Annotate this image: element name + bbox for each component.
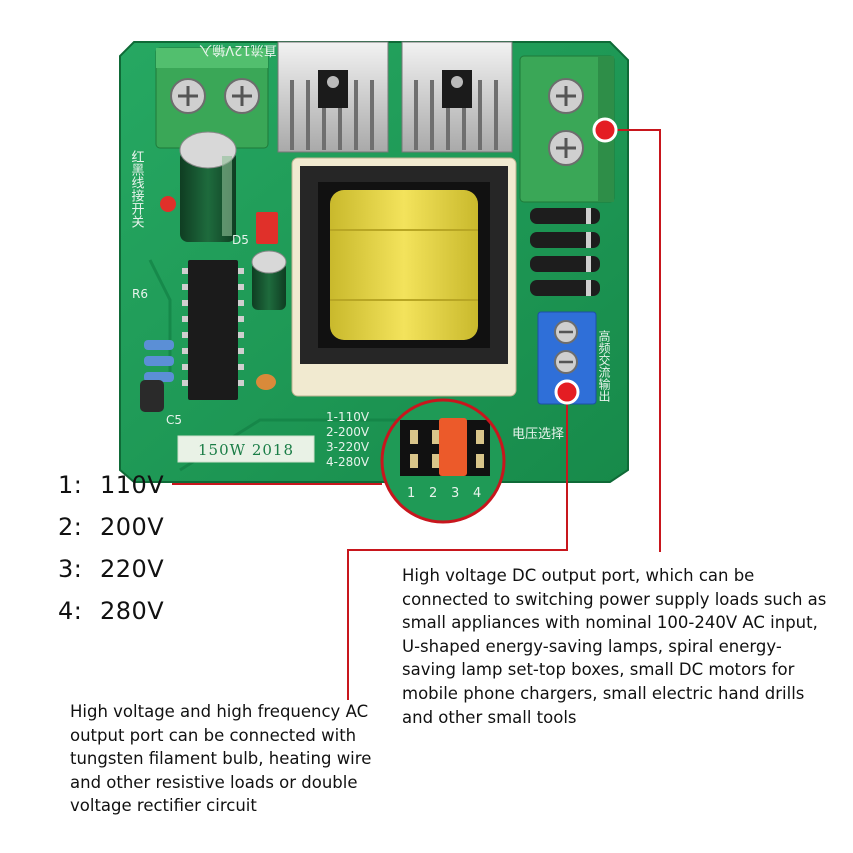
dc-output-description: High voltage DC output port, which can b… (402, 566, 827, 727)
board-title: 150W 2018 (198, 441, 294, 459)
jumper-option: 4-280V (326, 455, 370, 469)
electrolytic-capacitor (179, 131, 237, 242)
voltage-legend-item: 4:280V (58, 597, 165, 625)
voltage-legend: 1:110V 2:200V 3:220V 4:280V (58, 468, 164, 636)
ac-output-silk: 高频交流输出 (597, 329, 611, 402)
voltage-legend-item: 1:110V (58, 471, 165, 499)
rectifier-diodes (530, 208, 600, 296)
ic-chip (182, 260, 244, 400)
ac-output-terminal (537, 311, 597, 405)
pin-number: 3 (451, 486, 459, 501)
voltage-legend-item: 3:220V (58, 555, 165, 583)
ac-output-marker (554, 379, 580, 405)
jumper-zoom: 1 2 3 4 (380, 398, 506, 524)
dc-output-leader-line (605, 129, 661, 552)
resistors (140, 340, 276, 412)
title-box (177, 435, 315, 463)
c5-label: C5 (166, 413, 182, 427)
voltage-select-silk: 电压选择 (512, 427, 564, 442)
heatsink-left (277, 41, 389, 153)
dc-output-marker (592, 117, 618, 143)
switch-header (256, 212, 278, 244)
dc-input-terminal (155, 47, 269, 149)
d5-label: D5 (232, 233, 249, 247)
heatsink-right (401, 41, 513, 153)
voltage-legend-item: 2:200V (58, 513, 165, 541)
dc-output-terminal (519, 55, 615, 203)
pin-number: 2 (429, 486, 437, 501)
jumper-cap (439, 418, 467, 476)
led (160, 196, 176, 212)
ac-output-description: High voltage and high frequency AC outpu… (70, 702, 372, 816)
input-silk-label: 直流12V输入 (199, 42, 276, 58)
jumper-option-list: 1-110V 2-200V 3-220V 4-280V (326, 410, 370, 469)
jumper-option: 3-220V (326, 440, 370, 454)
jumper-option: 2-200V (326, 425, 370, 439)
ac-output-leader-line (347, 392, 568, 700)
pin-number: 1 (407, 486, 415, 501)
annotation-lines (172, 129, 661, 700)
r6-label: R6 (132, 287, 148, 301)
transformer (291, 157, 517, 397)
switch-silk-label: 红黑线接开关 (129, 149, 145, 228)
jumper-option: 1-110V (326, 410, 370, 424)
pin-number: 4 (473, 486, 481, 501)
small-capacitor (251, 250, 287, 310)
